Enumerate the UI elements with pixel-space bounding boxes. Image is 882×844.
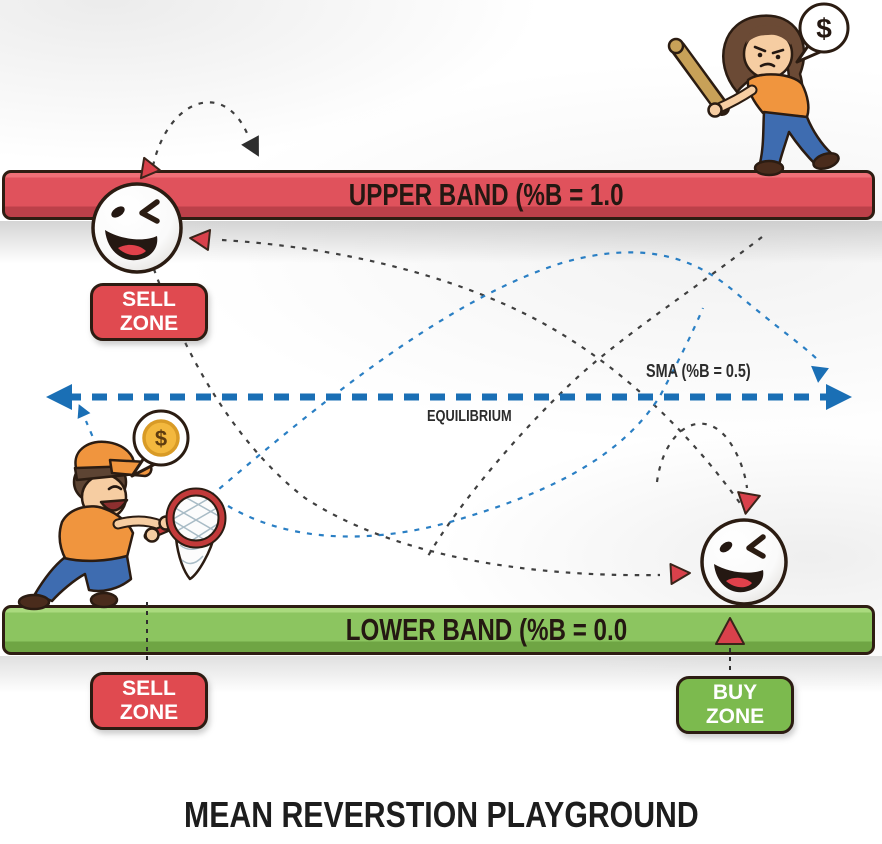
buy-zone-badge: BUY ZONE bbox=[676, 676, 794, 734]
batter-speech-bubble: $ bbox=[795, 2, 850, 64]
winking-smiley-ball-lower-icon bbox=[700, 518, 788, 606]
page-title: MEAN REVERSTION PLAYGROUND bbox=[183, 794, 699, 835]
girl-brow-left bbox=[753, 45, 767, 53]
winking-smiley-ball-upper-icon bbox=[91, 182, 183, 274]
path-upper-to-lower-steep bbox=[221, 238, 743, 507]
sell-zone-badge-upper: SELL ZONE bbox=[90, 283, 208, 341]
boy-shoe-front bbox=[89, 591, 119, 609]
girl-shoe-right bbox=[812, 151, 840, 171]
baseball-bat-wood bbox=[673, 43, 727, 113]
blue-short-arrowhead-icon bbox=[77, 404, 91, 419]
bat-knob bbox=[667, 37, 685, 55]
boy-with-butterfly-net bbox=[17, 440, 227, 611]
boy-shoe-back bbox=[17, 593, 51, 611]
sell-zone-badge-lower: SELL ZONE bbox=[90, 672, 208, 730]
boy-eye bbox=[107, 485, 123, 491]
red-arrowhead-at-upper-smiley-icon bbox=[189, 229, 212, 251]
upper-band-label: UPPER BAND (%B = 1.0 bbox=[349, 177, 624, 212]
blue-wave-arrowhead-icon bbox=[811, 365, 829, 383]
boy-jeans bbox=[33, 554, 133, 603]
bounce-arc-top-left bbox=[151, 101, 251, 167]
boy-hand-low bbox=[144, 527, 160, 543]
sma-right-arrowhead-icon bbox=[826, 384, 852, 410]
gold-coin-icon bbox=[142, 419, 180, 457]
sma-left-arrowhead-icon bbox=[46, 384, 72, 410]
boy-shirt bbox=[58, 505, 135, 564]
girl-fringe bbox=[746, 24, 792, 45]
girl-shoe-left bbox=[753, 159, 785, 177]
lower-band-label: LOWER BAND (%B = 0.0 bbox=[345, 612, 628, 647]
girl-shirt bbox=[746, 73, 810, 119]
girl-brow-right bbox=[771, 48, 785, 55]
catcher-dollar-sign: $ bbox=[155, 426, 167, 451]
catcher-speech-bubble: $ bbox=[130, 409, 190, 478]
red-arrowhead-into-upper-band-icon bbox=[139, 156, 161, 180]
sma-label: SMA (%B = 0.5) bbox=[646, 361, 751, 381]
red-arrowhead-at-lower-smiley-left-icon bbox=[669, 563, 691, 585]
girl-with-baseball-bat bbox=[667, 14, 840, 177]
girl-jeans bbox=[758, 110, 833, 168]
equilibrium-label: EQUILIBRIUM bbox=[427, 408, 512, 425]
net-mesh bbox=[173, 495, 219, 541]
girl-frown bbox=[759, 62, 776, 68]
buy-zone-up-arrow-icon bbox=[715, 617, 745, 645]
blue-wave-rising bbox=[191, 251, 819, 513]
batter-dollar-sign: $ bbox=[816, 13, 832, 44]
red-arrowhead-at-lower-smiley-top-icon bbox=[737, 491, 761, 515]
bounce-arc-lower-right bbox=[655, 422, 749, 489]
boy-mouth bbox=[99, 498, 129, 512]
black-arrowhead-icon bbox=[241, 135, 259, 157]
path-upper-to-lower-flat bbox=[148, 257, 661, 577]
girl-hands bbox=[707, 102, 723, 118]
